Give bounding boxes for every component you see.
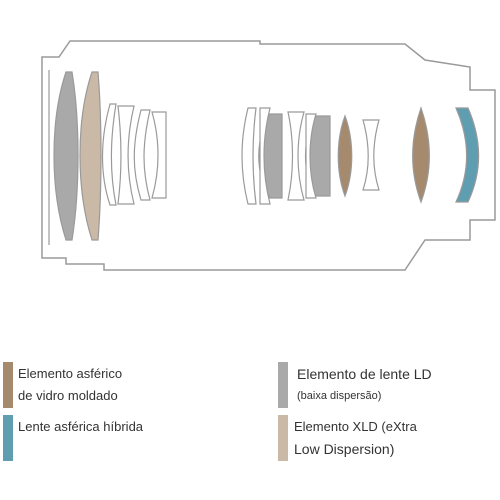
legend-swatch (278, 362, 288, 408)
group3-element-4-clear (305, 113, 317, 199)
legend-swatch (278, 415, 288, 461)
lens-construction-diagram (41, 40, 496, 271)
group3-element-1 (241, 107, 257, 205)
legend-swatch (3, 362, 13, 408)
legend-label-line2: de vidro moldado (18, 388, 118, 403)
group3-element-6 (362, 119, 380, 191)
legend-label-line1: Elemento de lente LD (297, 366, 432, 382)
group2-element-4 (151, 111, 167, 199)
legend-label-line2: (baixa dispersão) (297, 390, 382, 402)
molded-aspherical-element-1 (337, 114, 353, 198)
group2-element-1 (101, 103, 117, 206)
legend-label-line1: Elemento XLD (eXtra (294, 419, 417, 434)
group2-element-2 (117, 105, 135, 205)
group2-element-3 (133, 109, 151, 201)
hybrid-aspherical-element (455, 107, 480, 203)
legend-label-line2: Low Dispersion) (294, 441, 395, 457)
legend-label-line1: Elemento asférico (18, 366, 123, 381)
group3-element-3 (287, 111, 305, 201)
molded-aspherical-element-2 (412, 106, 430, 204)
front-element-ld (53, 71, 79, 241)
legend-swatch (3, 415, 13, 461)
lens-barrel-outline (41, 40, 496, 271)
group3-element-2-clear (259, 107, 271, 205)
legend-label-line1: Lente asférica híbrida (18, 419, 144, 434)
front-element-xld (79, 71, 102, 241)
